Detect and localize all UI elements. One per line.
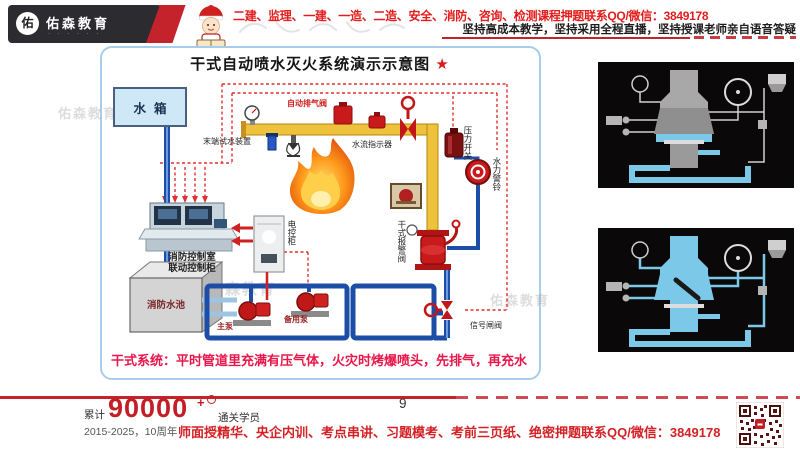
title-star-icon: ★	[435, 56, 450, 73]
header-course-line: 二建、监理、一建、一造、二造、安全、消防、咨询、检测课程押题联系QQ/微信：38…	[233, 9, 709, 23]
footer-rule-dashed	[456, 396, 800, 399]
standby-pump	[291, 288, 329, 317]
mascot-icon	[196, 5, 226, 48]
footer-rule-solid	[0, 396, 456, 399]
logo-brand-name: 佑森教育	[46, 16, 111, 31]
footer-anniversary: 2015-2025，10周年	[84, 426, 178, 438]
header-rule-dashed	[694, 36, 796, 39]
footer-graduates-label: 通关学员	[218, 412, 260, 424]
fire-flame	[289, 138, 355, 214]
logo-seal-icon: 佑	[16, 12, 39, 35]
signal-gate-valve	[423, 301, 453, 319]
label-auto-air-vent: 自动排气阀	[287, 99, 327, 108]
diagram-caption: 干式系统：平时管道里充满有压气体，火灾时烤爆喷头，先排气，再充水	[110, 353, 527, 368]
label-dry-alarm-valve: 干式报警阀	[396, 220, 407, 263]
footer-cumulative-label: 累计	[84, 409, 105, 421]
brand-logo: 佑 佑森教育 · · · · · ·	[8, 5, 186, 45]
control-links	[231, 223, 269, 300]
signal-wires-dashed	[160, 83, 508, 311]
footer-graduate-count: 90000	[108, 393, 189, 423]
label-water-alarm-bell: 水力警铃	[491, 157, 502, 191]
auto-air-vent	[333, 102, 353, 125]
dry-valve-detail-set-state	[598, 62, 794, 188]
label-signal-gate-valve: 信号闸阀	[470, 321, 502, 330]
label-electric-cabinet: 电控柜	[286, 220, 297, 246]
label-standby-pump: 备用泵	[284, 315, 308, 324]
header-slogan: 坚持高成本教学，坚持采用全程直播，坚持授课老师亲自语音答疑	[462, 24, 797, 36]
sprinkler-head	[286, 135, 301, 157]
page-number: 9	[399, 396, 407, 411]
calligraphy-watermark	[239, 19, 405, 33]
control-console	[138, 202, 239, 252]
footer-count-badge-icon	[207, 395, 216, 404]
valve-photo-inset	[390, 183, 422, 209]
label-fire-water-pool: 消防水池	[146, 300, 185, 311]
end-test-device	[244, 105, 278, 151]
alarm-trim	[444, 128, 491, 250]
label-main-pump: 主泵	[217, 322, 233, 331]
dry-sprinkler-schematic	[128, 83, 508, 341]
air-pipe-gate-valve	[400, 95, 416, 141]
qr-code	[736, 402, 784, 448]
footer-courses-line: 师面授精华、央企内训、考点串讲、习题模考、考前三页纸、绝密押题联系QQ/微信：3…	[178, 425, 721, 440]
footer-count-plus: +	[197, 395, 205, 410]
dry-alarm-valve	[406, 219, 461, 270]
main-pump	[233, 288, 271, 326]
header-rule-solid	[442, 37, 690, 39]
label-end-test-device: 末端试水装置	[203, 137, 251, 146]
dry-valve-detail-tripped-state	[598, 228, 794, 352]
diagram-title: 干式自动喷水灭火系统演示示意图 ★	[190, 56, 450, 73]
label-flow-indicator: 水流指示器	[352, 140, 392, 149]
logo-subtext-dots: · · · · · ·	[48, 31, 102, 37]
flow-indicator	[368, 112, 386, 129]
water-tank: 水箱	[113, 87, 187, 127]
electric-cabinet	[253, 215, 285, 273]
label-pressure-switch: 压力开关	[462, 126, 473, 160]
label-control-room: 消防控制室 联动控制柜	[168, 252, 216, 275]
